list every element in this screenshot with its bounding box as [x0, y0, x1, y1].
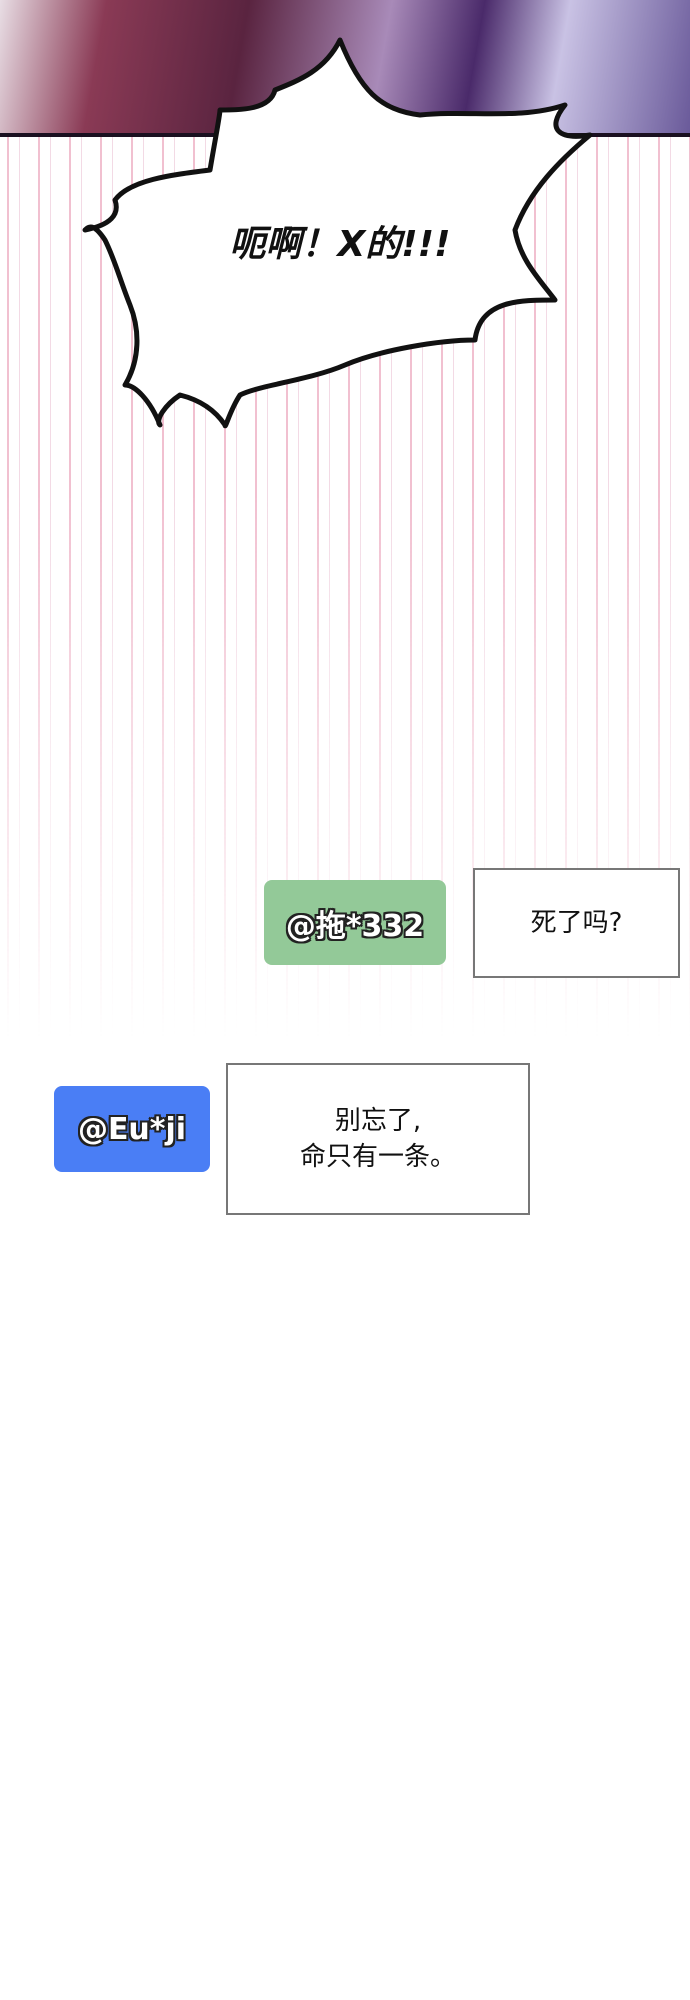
username-tag: @拖*332 — [264, 880, 446, 965]
chat-message-text: 死了吗? — [530, 907, 623, 938]
chat-message-line: 命只有一条。 — [299, 1142, 456, 1172]
shout-text: 呃啊！X的!!! — [229, 224, 451, 265]
username-tag: @Eu*ji — [54, 1086, 210, 1172]
chat-message-box: 别忘了, 命只有一条。 — [226, 1063, 530, 1215]
chat-message-box: 死了吗? — [473, 868, 680, 978]
speech-bubble — [82, 37, 593, 429]
chat-message-line: 别忘了, — [334, 1105, 422, 1136]
